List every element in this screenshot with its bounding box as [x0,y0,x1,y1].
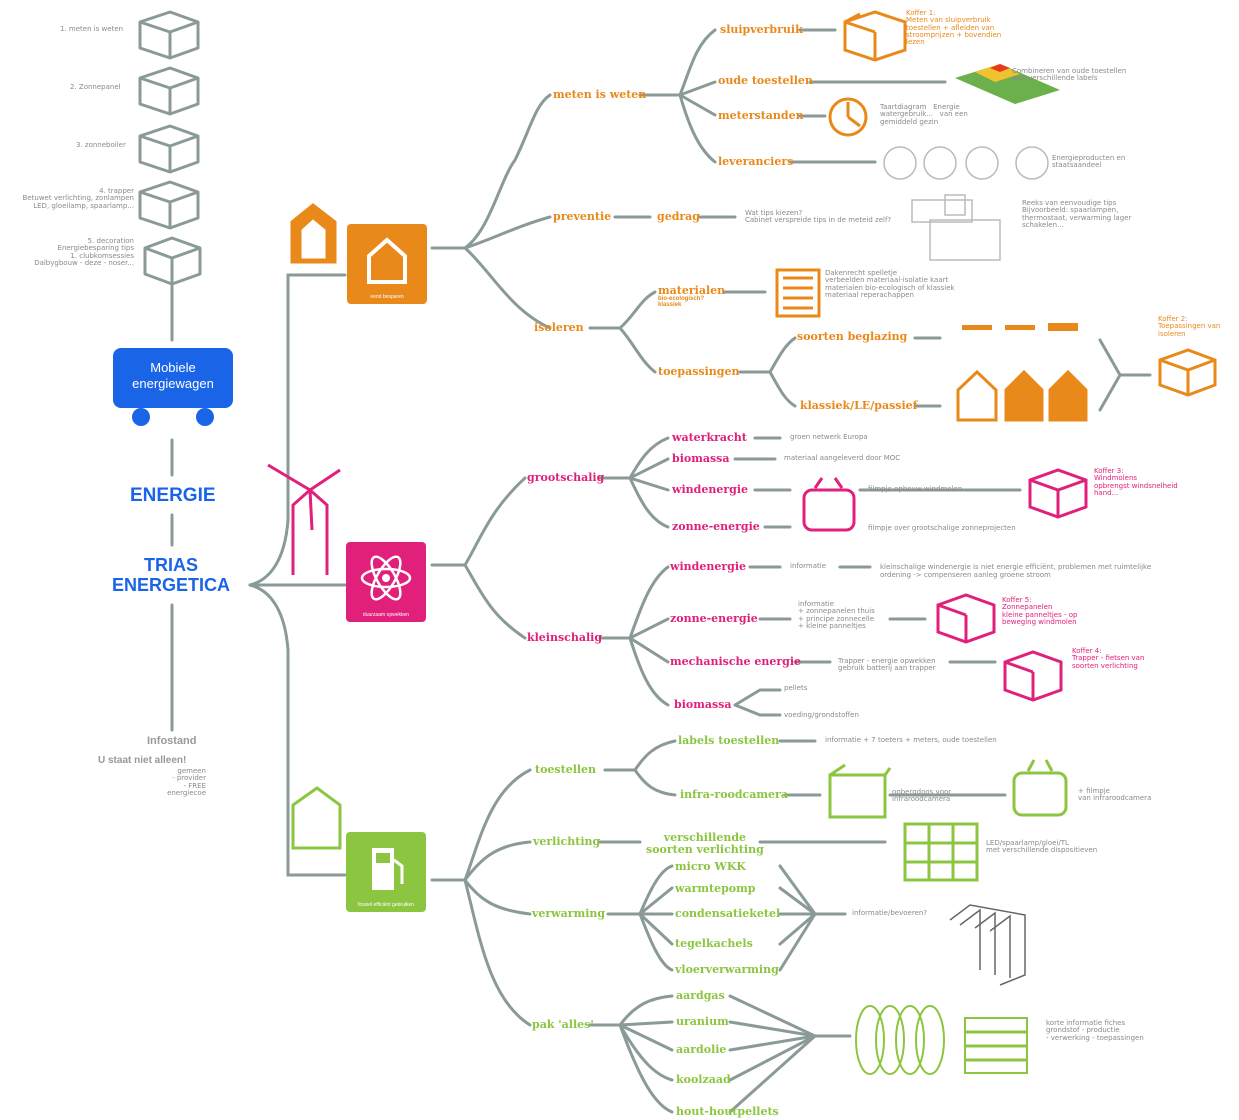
labels-note: informatie + 7 toeters + meters, oude to… [825,736,997,744]
koffer5-note: Koffer 5: Zonnepanelen kleine panneltjes… [1002,596,1078,627]
koffer2-note: Koffer 2: Toepassingen van isoleren [1158,315,1221,338]
node-zonne-klein: zonne-energie [670,612,758,625]
step-1-label: 1. meten is weten [60,25,124,33]
energy-label-colors [955,64,1060,104]
node-soorten-verlichting: verschillende soorten verlichting [646,831,764,856]
node-soorten-beglazing: soorten beglazing [797,330,908,343]
koffer4-note: Koffer 4: Trapper - fietsen van soorten … [1072,647,1145,670]
hub-orange: eerst besparen [347,224,427,304]
voeding-note: voeding/grondstoffen [784,711,859,719]
node-toestellen: toestellen [535,763,597,776]
node-tegelkachels: tegelkachels [675,937,753,950]
biomassa-note: materiaal aangeleverd door MOC [784,454,901,462]
infra-film-note: + filmpje van infraroodcamera [1078,787,1152,803]
node-gedrag: gedrag [657,210,700,223]
node-infra-roodcamera: infra-roodcamera [680,788,788,801]
hub-green: fossiel efficiënt gebruiken [346,832,426,912]
node-meterstanden: meterstanden [718,109,804,122]
step-2-label: 2. Zonnepanel [70,83,121,91]
leveranciers-note: Energieproducten en staatsaandeel [1052,154,1126,170]
node-windenergie-groot: windenergie [672,483,748,496]
node-waterkracht: waterkracht [672,431,747,444]
node-windenergie-klein: windenergie [670,560,746,573]
node-sluipverbruik: sluipverbruik [720,23,803,36]
atom-icon [360,555,412,601]
house-icon [367,237,407,284]
mobile-energy-wagon: Mobiele energiewagen [113,348,233,408]
gedrag-question: Wat tips kiezen? Cabinet verspreide tips… [745,209,892,225]
node-materialen: materialen [658,284,726,297]
waterkracht-note: groen netwerk Europa [790,433,868,441]
node-warmtepomp: warmtepomp [675,882,756,895]
pellets-note: pellets [784,684,808,692]
node-biomassa-groot: biomassa [672,452,730,465]
node-biomassa-klein: biomassa [674,698,732,711]
node-labels-toestellen: labels toestellen [678,734,780,747]
windenergie-note: kleinschalige windenergie is niet energi… [880,563,1152,580]
infra-note: opbergdoos voor infraroodcamera [892,788,952,804]
zonne-klein-note: informatie + zonnepanelen thuis + princi… [798,600,875,631]
node-vloerverwarming: vloerverwarming [675,963,779,976]
node-materialen-sub: bio-ecologisch? klassiek [658,296,705,309]
trias-title: TRIAS [144,555,198,575]
node-meten: meten is weten [553,88,647,101]
step-5-label: 5. decoration Energiebesparing tips 1. c… [34,237,134,268]
windmolen-note: filmpje opbouw windmolen [868,485,963,493]
koffer3-note: Koffer 3: Windmolens opbrengst windsnelh… [1094,467,1178,498]
node-toepassingen: toepassingen [658,365,740,378]
node-verwarming: verwarming [532,907,606,920]
mechanische-note: Trapper - energie opwekken gebruik batte… [838,657,936,673]
node-klassiek: klassiek/LE/passief [800,399,918,412]
pak-alles-note: korte informatie fiches grondstof - prod… [1046,1019,1144,1042]
node-verlichting: verlichting [533,835,601,848]
step-cube-icon [138,10,200,60]
node-aardolie: aardolie [676,1043,727,1056]
step-3-label: 3. zonneboiler [76,141,126,149]
energie-title: ENERGIE [130,485,216,506]
verlichting-note: LED/spaarlamp/gloei/TL met verschillende… [986,839,1098,855]
oude-toestellen-note: Combineren van oude toestellen met versc… [1012,67,1127,83]
energetica-title: ENERGETICA [112,575,231,595]
node-preventie: preventie [553,210,612,223]
hub-magenta: duurzaam opwekken [346,542,426,622]
gedrag-note: Reeks van eenvoudige tips Bijvoorbeeld: … [1022,199,1132,230]
verwarming-note: informatie/bevoeren? [852,909,928,917]
step-4-label: 4. trapper Betuwet verlichting, zonlampe… [22,187,134,210]
wagon-wheel-icon [196,408,214,426]
infostand-title: Infostand [147,735,197,747]
node-oude-toestellen: oude toestellen [718,74,813,87]
node-hout-houtpellets: hout-houtpellets [676,1105,779,1118]
windenergie-info: informatie [790,562,826,570]
node-pak-alles: pak 'alles' [532,1018,594,1031]
node-leveranciers: leveranciers [718,155,794,168]
wagon-wheel-icon [132,408,150,426]
infostand-subtitle: U staat niet alleen! [98,755,187,766]
node-kleinschalig: kleinschalig [527,631,603,644]
node-grootschalig: grootschalig [527,471,605,484]
node-isoleren: isoleren [534,321,584,334]
materialen-note: Dakenrecht spelletje verbeelden materiaa… [825,269,955,300]
node-condensatieketel: condensatieketel [675,907,781,920]
node-zonne-groot: zonne-energie [672,520,760,533]
meterstanden-note: Taartdiagram Energie watergebruik... van… [880,103,968,126]
fuel-pump-icon [372,848,404,890]
infostand-lines: gemeen - provider - FREE energiecoe [167,767,206,798]
node-koolzaad: koolzaad [676,1073,731,1086]
node-micro-wkk: micro WKK [675,860,746,873]
zonne-groot-note: filmpje over grootschalige zonneprojecte… [868,524,1016,532]
node-uranium: uranium [676,1015,729,1028]
node-aardgas: aardgas [676,989,725,1002]
node-mechanische: mechanische energie [670,655,802,668]
koffer1-note: Koffer 1: Meten van sluipverbruik toeste… [906,9,1002,47]
